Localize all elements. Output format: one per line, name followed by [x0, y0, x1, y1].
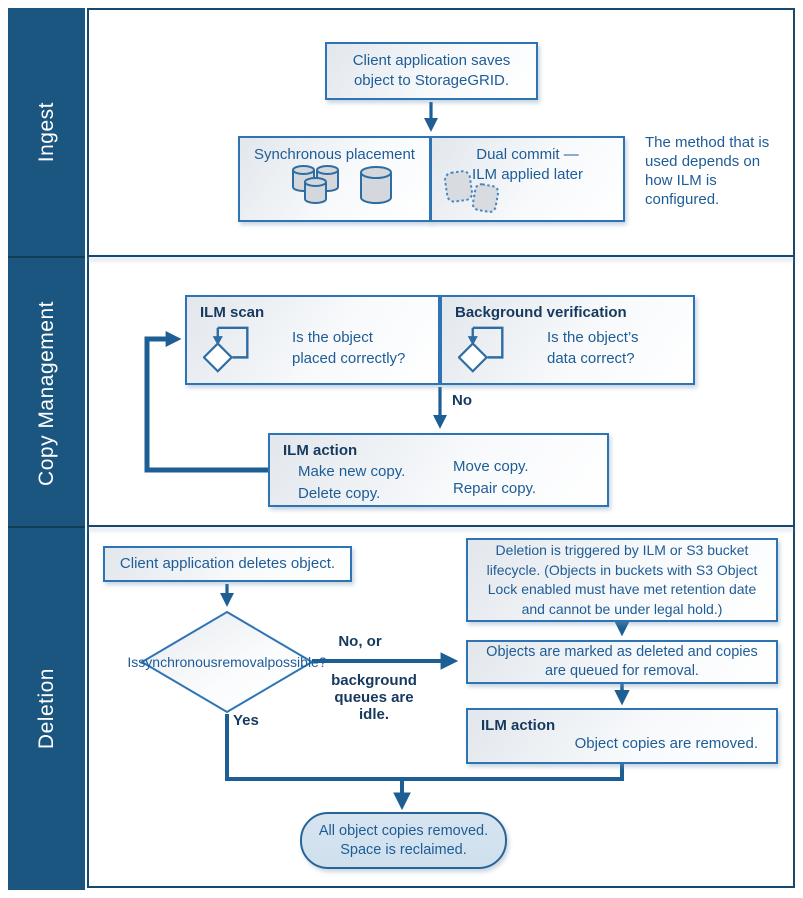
band-divider-2: [87, 525, 795, 527]
ilm-action-title: ILM action: [283, 442, 358, 459]
deletion-trigger-text: Deletion is triggered by ILM or S3 bucke…: [486, 542, 758, 617]
no-or-label: No, or: [338, 633, 382, 650]
ilm-scan-loop-icon: [203, 326, 249, 373]
deletion-trigger-box: Deletion is triggered by ILM or S3 bucke…: [466, 538, 778, 622]
sidebar-label-copy-management: Copy Management: [34, 300, 58, 486]
storage-cylinders-icon: [292, 165, 392, 204]
dual-commit-box: Dual commit —ILM applied later: [430, 136, 625, 222]
yes-label: Yes: [233, 712, 259, 729]
deletion-ilm-action-title: ILM action: [481, 717, 556, 734]
no-branch-label: No: [452, 392, 472, 409]
sidebar-label-deletion: Deletion: [34, 668, 58, 750]
client-deletes-text: Client application deletes object.: [119, 555, 336, 572]
sidebar-section-copy-management: Copy Management: [8, 256, 85, 528]
ilm-action-right-items: Move copy.Repair copy.: [453, 458, 537, 497]
marked-deleted-text: Objects are marked as deleted and copies…: [486, 644, 758, 679]
ilm-scan-title: ILM scan: [200, 304, 265, 321]
sidebar-section-ingest: Ingest: [8, 8, 85, 256]
synchronous-placement-box: Synchronous placement: [238, 136, 431, 222]
client-deletes-box: Client application deletes object.: [103, 546, 352, 582]
marked-deleted-box: Objects are marked as deleted and copies…: [466, 640, 778, 684]
sidebar-label-ingest: Ingest: [34, 101, 58, 163]
ilm-action-left-items: Make new copy.Delete copy.: [298, 463, 406, 502]
ilm-action-box: ILM action Make new copy.Delete copy. Mo…: [268, 433, 609, 507]
background-verification-title: Background verification: [455, 304, 627, 321]
verification-loop-icon: [458, 326, 504, 373]
terminator-box: All object copies removed.Space is recla…: [300, 812, 507, 869]
band-divider-1: [87, 255, 795, 257]
synchronous-placement-label: Synchronous placement: [254, 146, 415, 163]
dual-commit-objects-icon: [444, 170, 500, 213]
deletion-ilm-action-box: ILM action Object copies are removed.: [466, 708, 778, 764]
dual-commit-label: Dual commit —ILM applied later: [472, 146, 583, 183]
terminator-text: All object copies removed.Space is recla…: [318, 822, 489, 858]
deletion-ilm-action-text: Object copies are removed.: [574, 735, 758, 752]
sidebar-section-deletion: Deletion: [8, 526, 85, 890]
